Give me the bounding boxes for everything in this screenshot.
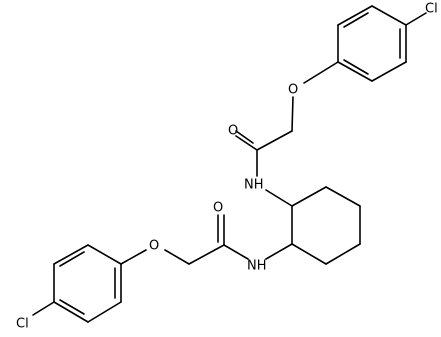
atom-cl-bottom: Cl: [16, 317, 29, 332]
bond-c-cl-top: [405, 12, 427, 26]
bond-co-double-top-a: [235, 135, 258, 151]
bond-o-ring-bottom: [120, 249, 147, 265]
bond-nh-co-bottom: [223, 244, 249, 260]
bond-ch2-o-bottom: [164, 249, 190, 265]
bond-nh-ring-top: [265, 189, 293, 207]
bond-co-double-top-b: [235, 130, 254, 144]
bond-c-cl-bottom: [32, 301, 55, 316]
atom-cl-top: Cl: [425, 2, 438, 17]
atom-o-carbonyl-top: O: [228, 124, 238, 139]
bond-ch2-co-top: [256, 130, 293, 151]
bond-co-ch2-bottom: [188, 244, 225, 265]
bond-ring-o-top: [303, 61, 339, 84]
atom-o-ether-bottom: O: [149, 239, 159, 254]
atom-o-carbonyl-bottom: O: [213, 201, 223, 216]
atom-nh-top: NH: [244, 178, 264, 193]
cyclohexane-ring: [291, 186, 361, 265]
atom-o-ether-top: O: [288, 83, 298, 98]
bond-o-ch2-top: [291, 96, 294, 132]
bond-ring-nh-bottom: [265, 243, 293, 260]
top-chlorophenyl-ring: [337, 5, 407, 82]
bottom-chlorophenyl-ring: [53, 244, 122, 323]
atom-nh-bottom: NH: [247, 259, 267, 274]
